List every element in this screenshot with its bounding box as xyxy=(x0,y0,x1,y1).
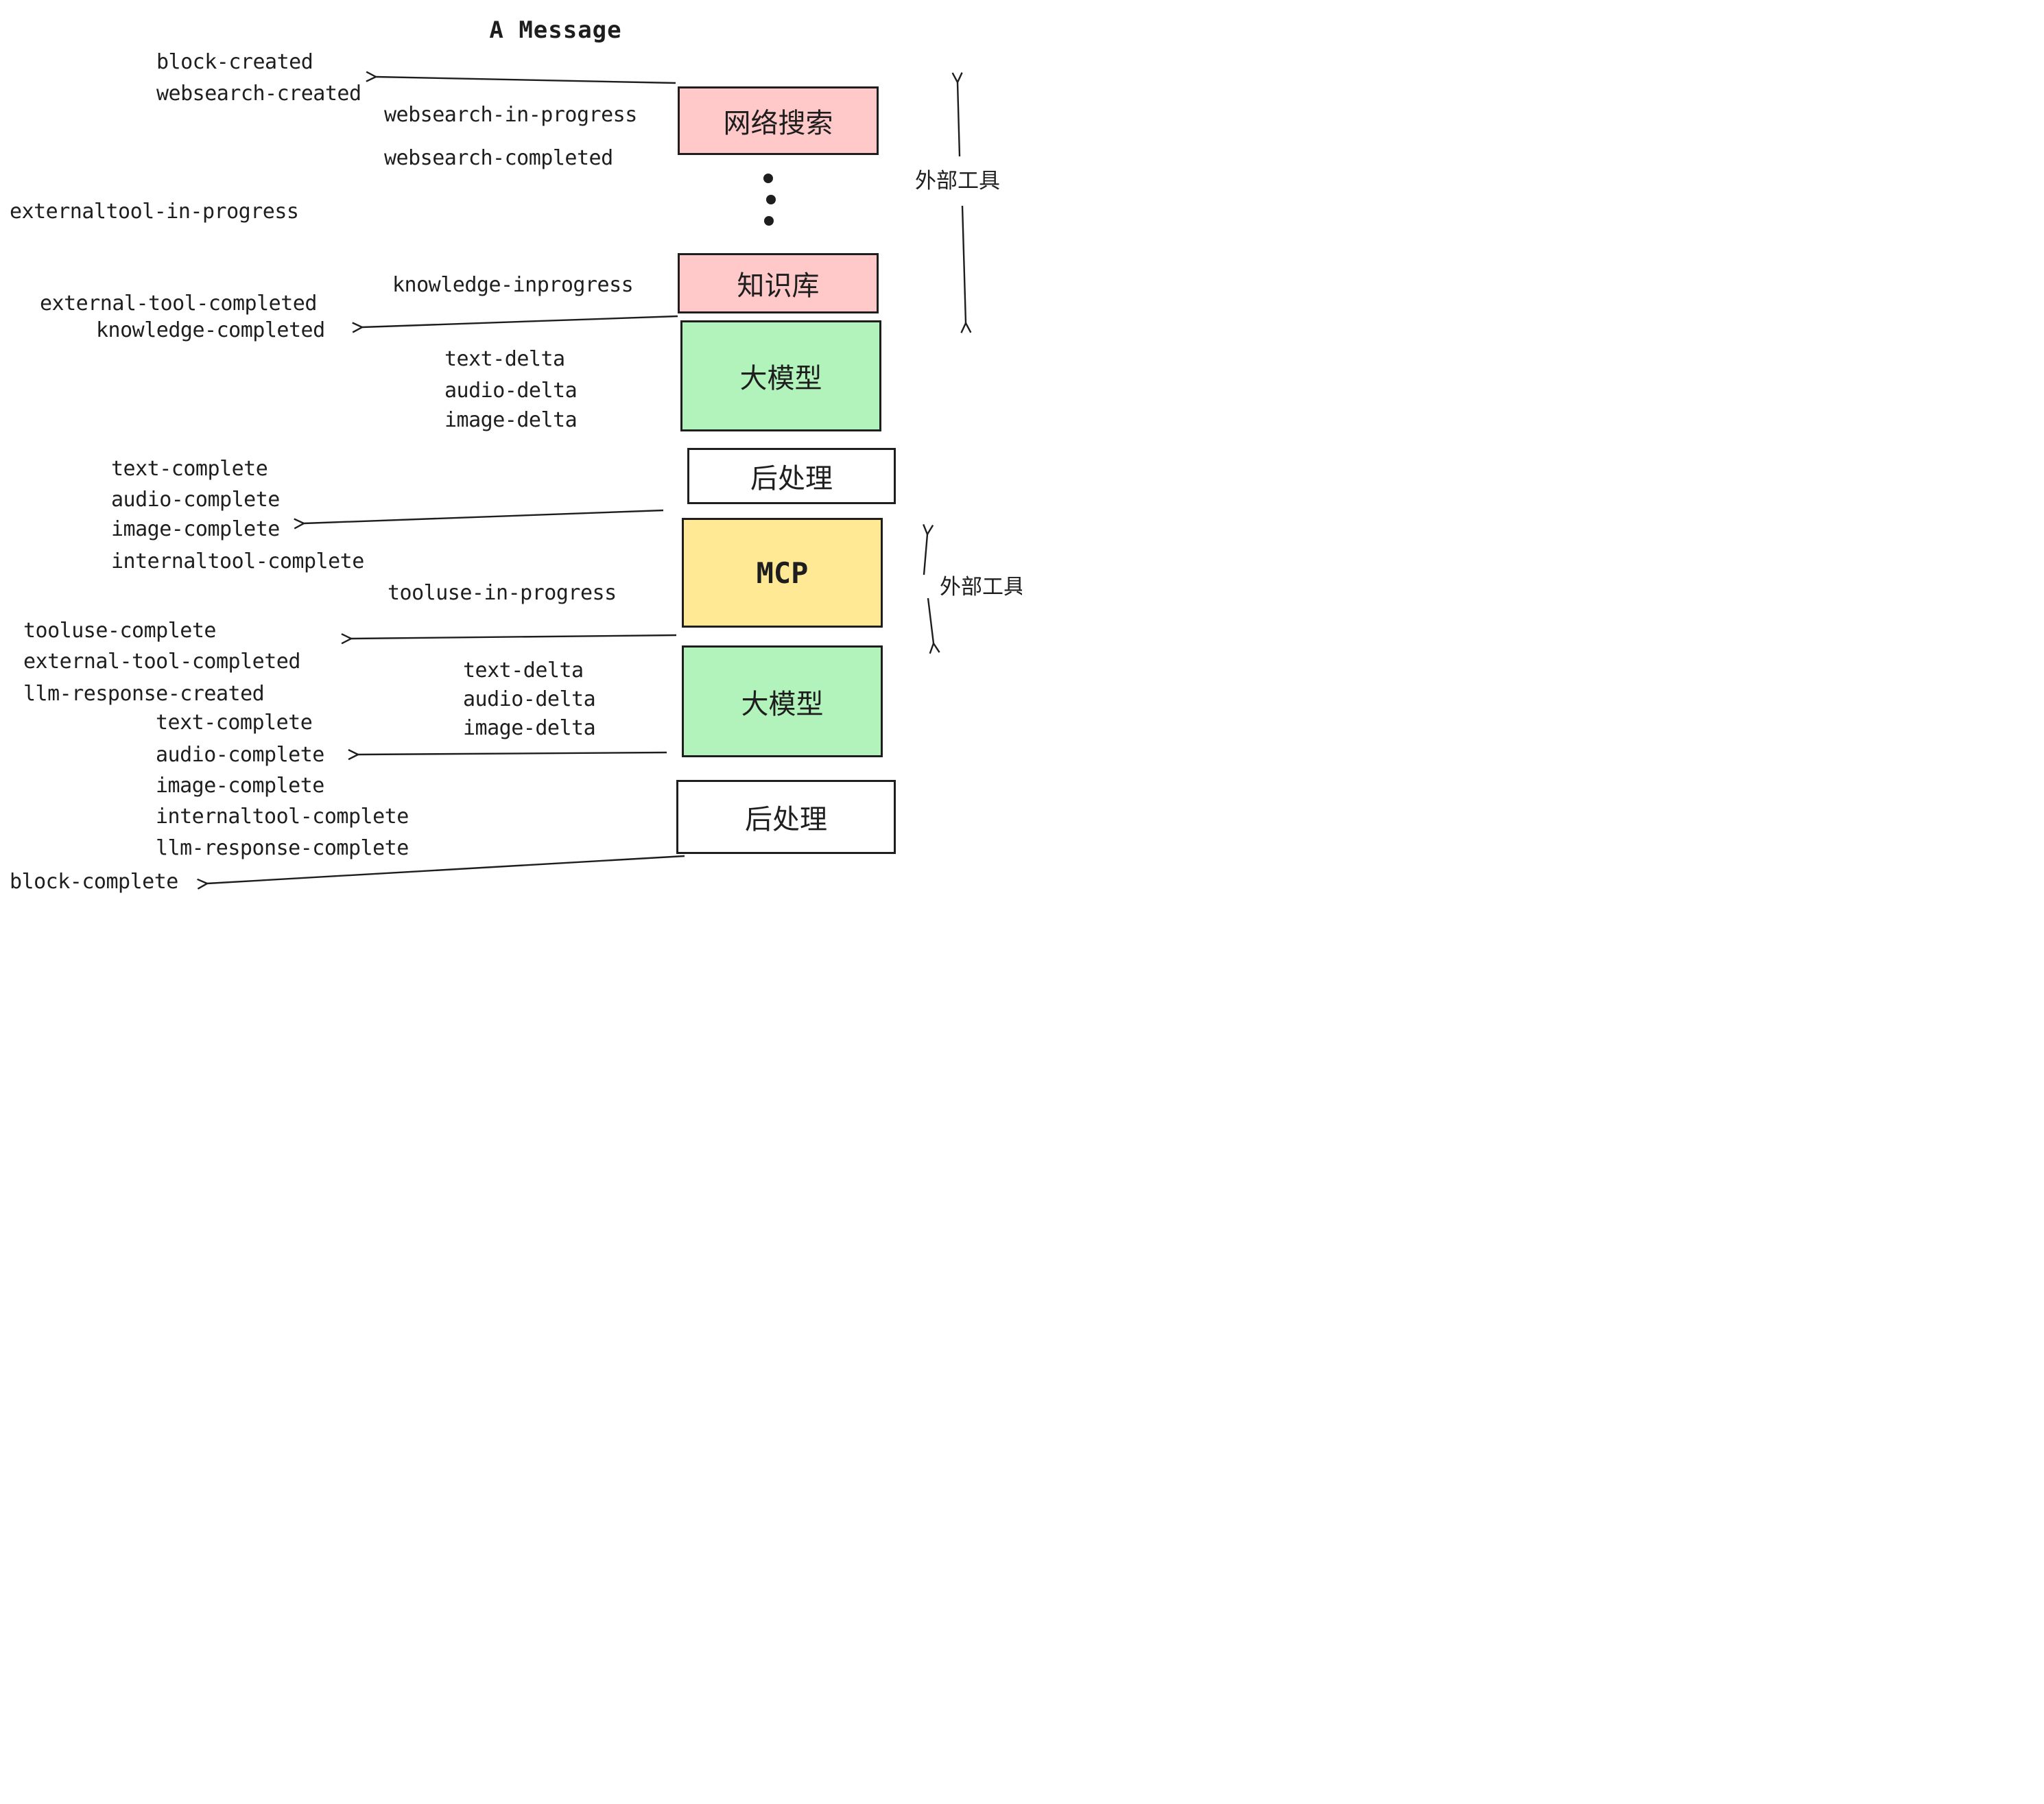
postprocess-box-2-label: 后处理 xyxy=(745,805,827,835)
llm-box-1-label: 大模型 xyxy=(739,364,822,394)
event-label-knowledge-completed: knowledge-completed xyxy=(96,318,325,342)
event-label-text-complete-2: text-complete xyxy=(156,710,313,735)
mcp-external-up-arrow xyxy=(924,534,927,575)
event-label-audio-complete-2: audio-complete xyxy=(156,742,324,767)
event-label-block-complete: block-complete xyxy=(10,869,178,894)
websearch-box: 网络搜索 xyxy=(678,86,879,155)
websearch-box-label: 网络搜索 xyxy=(723,108,833,139)
arrow-image-complete xyxy=(304,509,664,523)
event-label-image-complete-1: image-complete xyxy=(111,517,280,541)
event-flow-diagram: A Message 网络搜索 知识库 大模型 后处理 MCP 大模型 后处理 外… xyxy=(0,0,1022,902)
event-label-image-complete-2: image-complete xyxy=(156,773,324,798)
event-label-audio-delta-1: audio-delta xyxy=(444,378,578,403)
event-label-internaltool-complete-1: internaltool-complete xyxy=(111,549,364,573)
event-label-websearch-created: websearch-created xyxy=(156,81,361,106)
arrow-tooluse-complete xyxy=(351,635,677,639)
event-label-image-delta-1: image-delta xyxy=(444,407,578,432)
mcp-external-down-arrow xyxy=(927,597,934,643)
event-label-block-created: block-created xyxy=(156,49,313,74)
external-tools-down-arrow xyxy=(962,205,966,323)
external-tools-up-arrow xyxy=(958,82,960,157)
postprocess-box-2: 后处理 xyxy=(676,780,896,854)
event-label-external-tool-completed-2: external-tool-completed xyxy=(23,649,300,674)
event-label-llm-response-complete: llm-response-complete xyxy=(156,835,409,860)
diagram-title: A Message xyxy=(489,16,622,44)
event-label-audio-delta-2: audio-delta xyxy=(463,687,596,711)
arrow-audio-complete xyxy=(358,752,667,755)
external-tools-note-mcp: 外部工具 xyxy=(940,574,1022,599)
event-label-external-tool-completed: external-tool-completed xyxy=(40,291,317,316)
event-label-llm-response-created: llm-response-created xyxy=(23,681,265,706)
event-label-text-complete-1: text-complete xyxy=(111,456,268,481)
arrow-knowledge-completed xyxy=(362,315,678,327)
event-label-text-delta-2: text-delta xyxy=(463,658,584,683)
event-label-image-delta-2: image-delta xyxy=(463,715,596,740)
mcp-box: MCP xyxy=(682,518,883,628)
event-label-internaltool-complete-2: internaltool-complete xyxy=(156,804,409,829)
external-tools-note-top: 外部工具 xyxy=(915,168,1000,193)
mcp-box-label: MCP xyxy=(756,556,809,590)
knowledge-base-box: 知识库 xyxy=(678,253,879,313)
llm-box-2-label: 大模型 xyxy=(741,689,824,720)
event-label-websearch-completed: websearch-completed xyxy=(384,145,613,170)
event-label-tooluse-in-progress: tooluse-in-progress xyxy=(388,580,617,605)
event-label-tooluse-complete: tooluse-complete xyxy=(23,618,216,643)
ellipsis-dots xyxy=(763,174,776,226)
arrow-websearch-created xyxy=(376,77,676,84)
llm-box-2: 大模型 xyxy=(682,645,883,757)
postprocess-box-1: 后处理 xyxy=(687,448,896,504)
event-label-text-delta-1: text-delta xyxy=(444,346,565,371)
event-label-knowledge-inprogress: knowledge-inprogress xyxy=(392,272,634,297)
event-label-websearch-in-progress: websearch-in-progress xyxy=(384,102,637,127)
event-label-audio-complete-1: audio-complete xyxy=(111,487,280,512)
knowledge-base-box-label: 知识库 xyxy=(737,271,820,301)
llm-box-1: 大模型 xyxy=(680,320,881,431)
event-label-externaltool-in-progress: externaltool-in-progress xyxy=(10,199,299,224)
postprocess-box-1-label: 后处理 xyxy=(750,464,833,494)
